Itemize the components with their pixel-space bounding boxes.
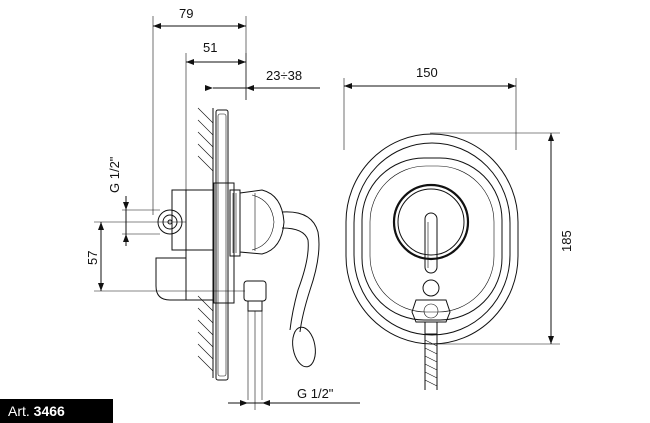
article-number: 3466 xyxy=(33,403,65,419)
cover-plate-inner xyxy=(361,157,503,321)
dim-185-label: 185 xyxy=(559,230,574,252)
article-prefix: Art. xyxy=(8,403,34,419)
side-view: 79 51 23÷38 xyxy=(85,6,360,410)
front-lever xyxy=(411,212,451,335)
lever-handle xyxy=(281,211,320,368)
dim-150-label: 150 xyxy=(416,65,438,80)
wall-plate xyxy=(215,109,229,381)
cover-plate-outer xyxy=(345,133,519,345)
bottom-outlet xyxy=(243,280,267,410)
handle-cap xyxy=(239,189,285,255)
front-view: 150 185 xyxy=(343,65,574,390)
side-inlet xyxy=(122,209,186,235)
article-number-badge: Art. 3466 xyxy=(0,399,113,423)
dim-57-label: 57 xyxy=(85,251,100,265)
dim-51-label: 51 xyxy=(203,40,217,55)
valve-body xyxy=(155,182,241,304)
hose xyxy=(424,334,438,390)
dim-g12-bottom-label: G 1/2" xyxy=(297,386,334,401)
dim-g12-side-label: G 1/2" xyxy=(107,156,122,193)
dim-79-label: 79 xyxy=(179,6,193,21)
dim-23-38-label: 23÷38 xyxy=(266,68,302,83)
wall-hatching xyxy=(197,107,214,378)
control-knob xyxy=(392,183,470,261)
